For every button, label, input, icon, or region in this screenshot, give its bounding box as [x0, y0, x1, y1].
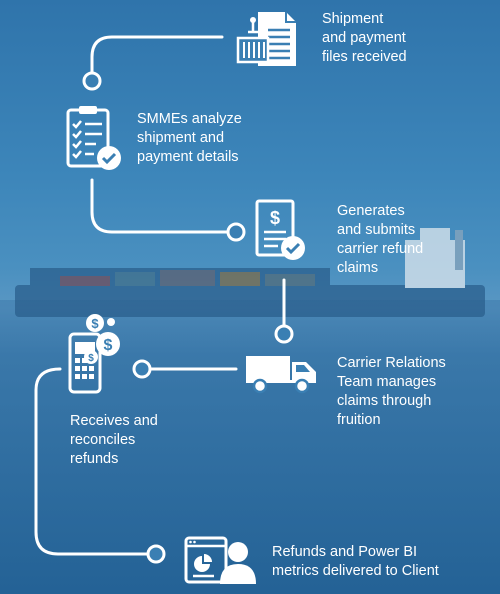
- connector-node-2: [226, 222, 246, 242]
- checklist-clipboard-icon: [64, 104, 126, 172]
- step-5-label: Receives and reconciles refunds: [70, 413, 158, 467]
- step-2-label: SMMEs analyze shipment and payment detai…: [137, 111, 242, 165]
- refund-claim-document-icon: $: [254, 198, 310, 264]
- mobile-payment-icon: $ $ $: [66, 312, 126, 396]
- connector-node-1: [82, 71, 102, 91]
- connector-segment-1: [90, 35, 224, 74]
- step-3-label: Generates and submits carrier refund cla…: [337, 203, 424, 276]
- step-4-label: Carrier Relations Team manages claims th…: [337, 355, 446, 428]
- step-6-label: Refunds and Power BI metrics delivered t…: [272, 544, 439, 579]
- svg-text:$: $: [91, 316, 99, 331]
- delivery-truck-icon: [244, 352, 320, 394]
- shipment-document-icon: [236, 8, 302, 70]
- connector-segment-5: [34, 367, 150, 556]
- svg-text:$: $: [104, 337, 113, 354]
- connector-node-5: [146, 544, 166, 564]
- svg-text:$: $: [88, 353, 94, 364]
- connector-segment-2: [90, 178, 230, 234]
- svg-text:$: $: [270, 208, 280, 228]
- step-1-label: Shipment and payment files received: [322, 11, 407, 65]
- report-user-icon: [184, 534, 256, 586]
- connector-node-3: [274, 324, 294, 344]
- connector-node-4: [132, 359, 152, 379]
